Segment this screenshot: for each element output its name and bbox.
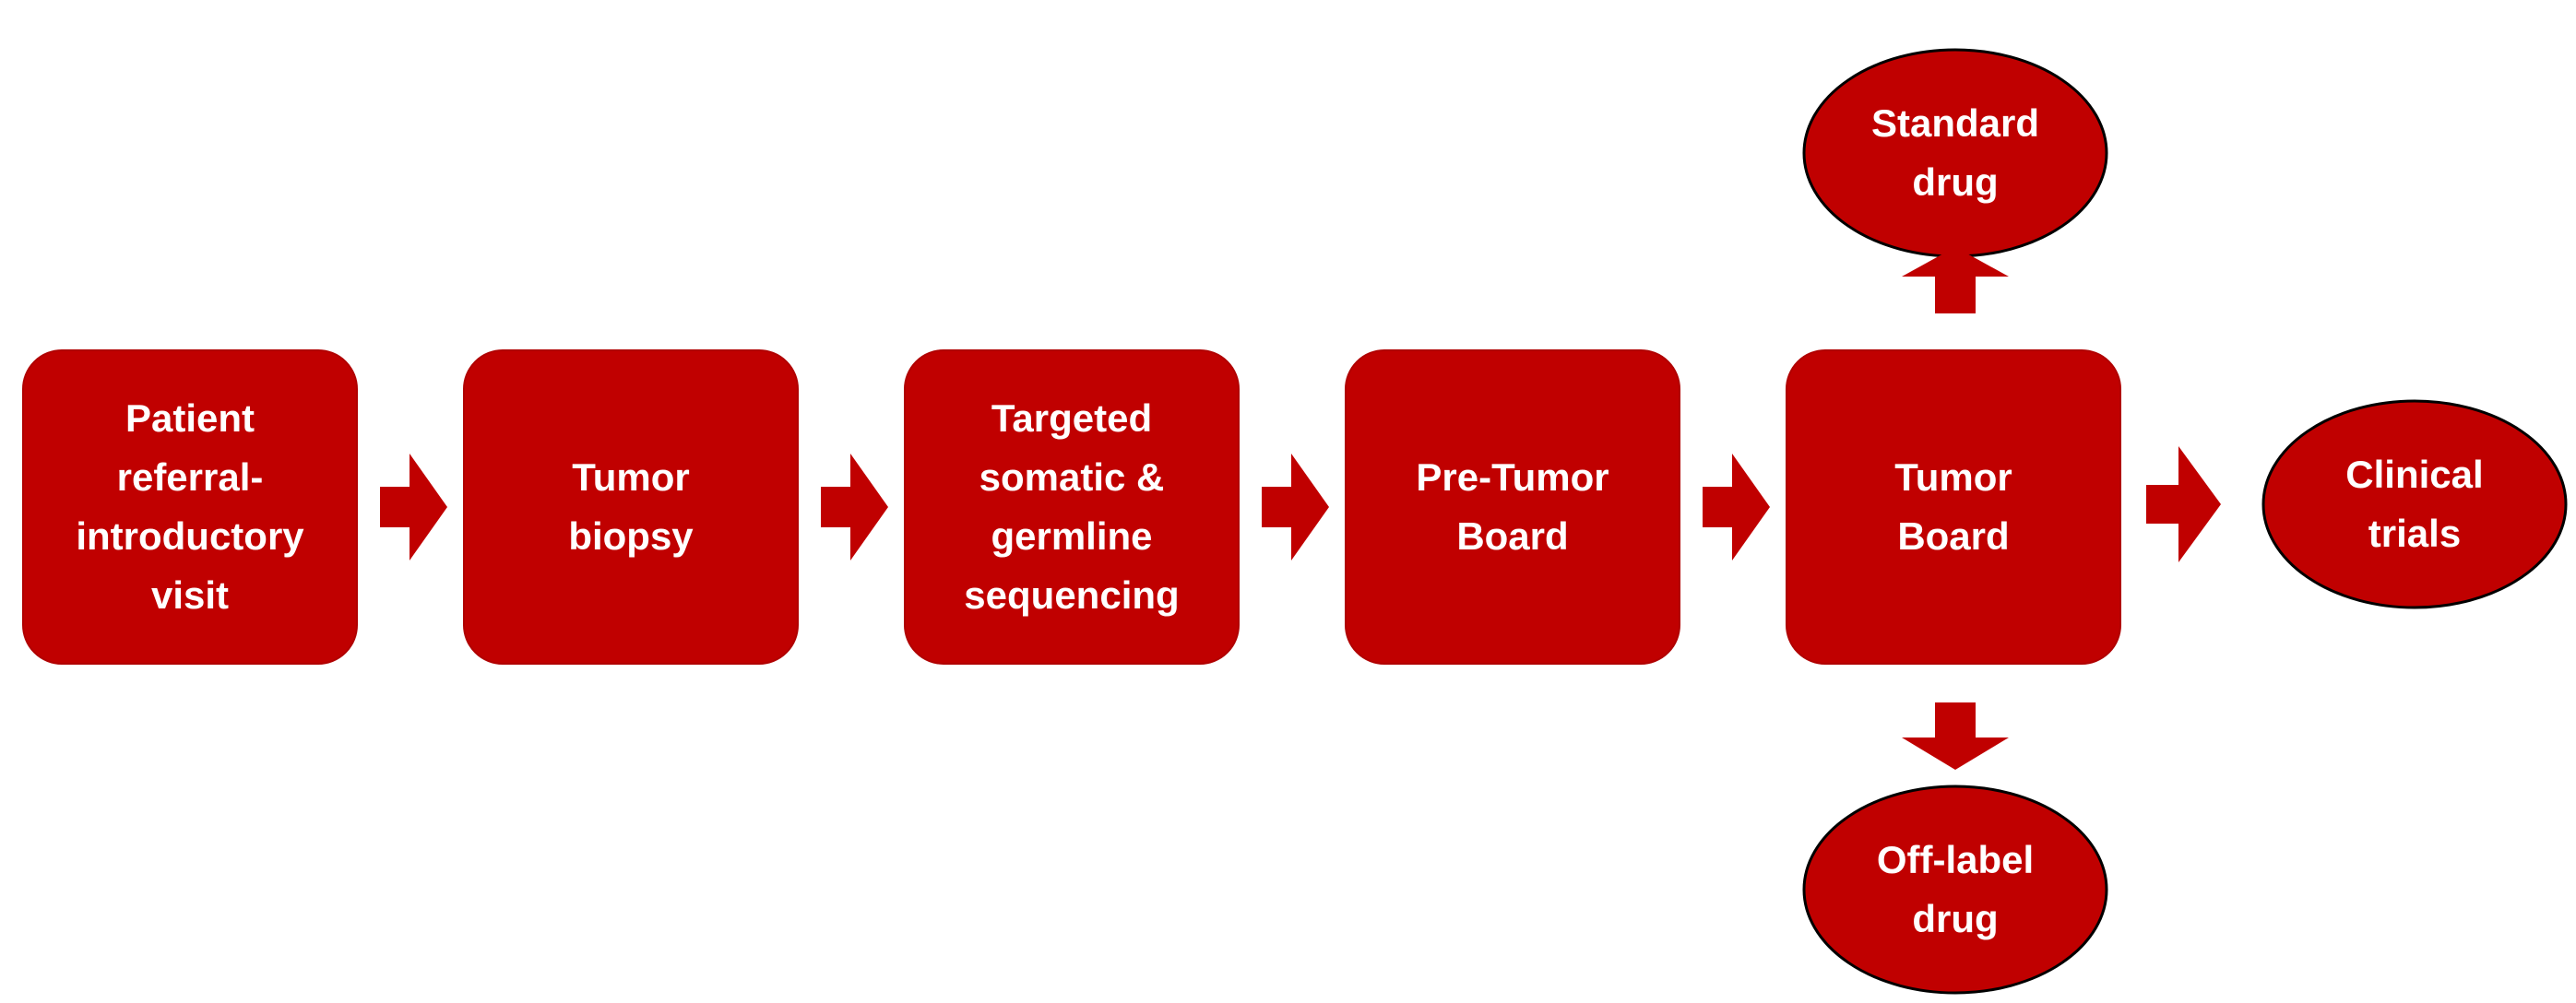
arrow-tumor-board-to-off-label-drug: [1902, 702, 2009, 770]
node-tumor-biopsy-box: [463, 349, 799, 665]
arrow-biopsy-to-sequencing: [821, 454, 888, 560]
node-clinical-trials-oval: [2261, 399, 2568, 609]
node-pre-tumor-board-box: [1345, 349, 1680, 665]
arrow-referral-to-biopsy: [380, 454, 447, 560]
node-tumor-board-box: [1786, 349, 2121, 665]
arrow-sequencing-to-pre-tumor-board: [1262, 454, 1329, 560]
arrow-pre-tumor-board-to-tumor-board: [1703, 454, 1770, 560]
arrow-tumor-board-to-standard-drug: [1902, 247, 2009, 313]
arrow-tumor-board-to-clinical-trials: [2146, 446, 2221, 562]
node-targeted-sequencing-box: [904, 349, 1240, 665]
node-off-label-drug-oval: [1802, 785, 2108, 995]
node-standard-drug-oval: [1802, 48, 2108, 258]
node-patient-referral-box: [22, 349, 358, 665]
